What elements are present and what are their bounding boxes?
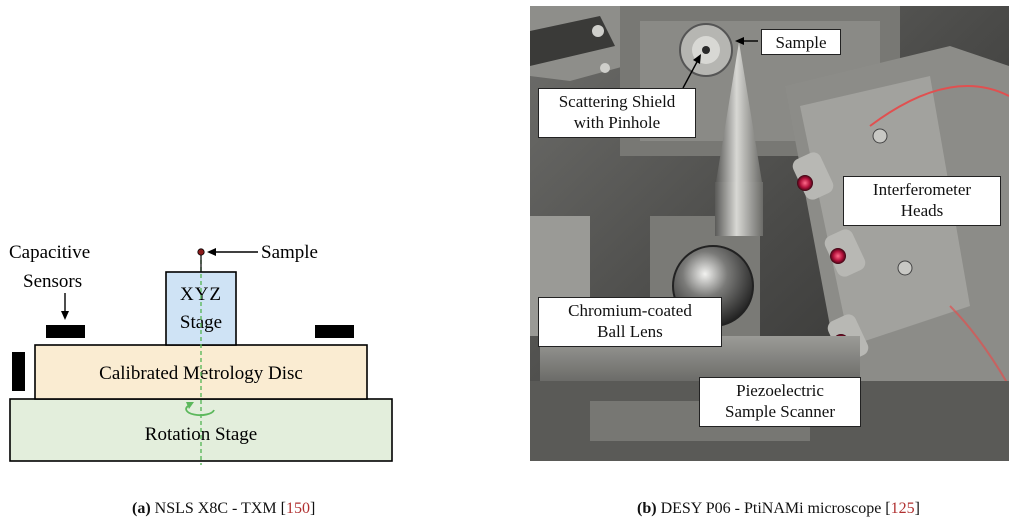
photo-illustration [530, 6, 1009, 461]
caption-b-tag: (b) [637, 500, 657, 517]
caption-b-text: DESY P06 - PtiNAMi microscope [ [660, 500, 891, 517]
rotation-arrow-icon [185, 404, 215, 417]
sensor-side-left [12, 352, 25, 391]
callout-piezo: Piezoelectric Sample Scanner [699, 377, 861, 427]
callout-interf-line1: Interferometer [872, 180, 972, 199]
sensor-top-left [46, 325, 85, 338]
callout-shield-line1: Scattering Shield [558, 92, 676, 111]
caption-a-tag: (a) [132, 500, 151, 517]
callout-ball-lens: Chromium-coated Ball Lens [538, 297, 722, 347]
caption-b: (b) DESY P06 - PtiNAMi microscope [125] [637, 500, 920, 518]
stage-label: Stage [180, 312, 222, 333]
callout-scattering-shield: Scattering Shield with Pinhole [538, 88, 696, 138]
sensor-top-right [315, 325, 354, 338]
capacitive-label: Capacitive [9, 242, 90, 263]
sensors-label: Sensors [23, 271, 82, 292]
caption-b-close: ] [914, 500, 920, 517]
callout-sample-text: Sample [775, 33, 827, 52]
callout-shield-line2: with Pinhole [573, 113, 661, 132]
sample-label: Sample [261, 242, 318, 263]
stage-schematic: Rotation Stage Calibrated Metrology Disc… [9, 242, 393, 465]
rotation-arrow-head [186, 402, 194, 409]
sample-arrow-head [207, 248, 216, 256]
caption-a-close: ] [309, 500, 316, 517]
callout-piezo-line2: Sample Scanner [725, 402, 835, 421]
sensors-arrow-head [61, 311, 69, 320]
caption-a-ref[interactable]: 150 [285, 500, 310, 517]
xyz-label: XYZ [180, 284, 222, 305]
rotation-stage-label: Rotation Stage [145, 424, 257, 445]
callout-piezo-line1: Piezoelectric [736, 381, 824, 400]
caption-a: (a) NSLS X8C - TXM [150] [132, 500, 315, 518]
callout-interf-line2: Heads [900, 201, 944, 220]
caption-b-ref[interactable]: 125 [890, 500, 915, 517]
callout-ball-line1: Chromium-coated [568, 301, 692, 320]
callout-sample: Sample [761, 29, 841, 55]
photo-callout-arrows [682, 37, 758, 89]
sample-dot [197, 248, 205, 256]
caption-a-text: NSLS X8C - TXM [ [154, 500, 286, 517]
callout-interferometer: Interferometer Heads [843, 176, 1001, 226]
callout-ball-line2: Ball Lens [597, 322, 663, 341]
